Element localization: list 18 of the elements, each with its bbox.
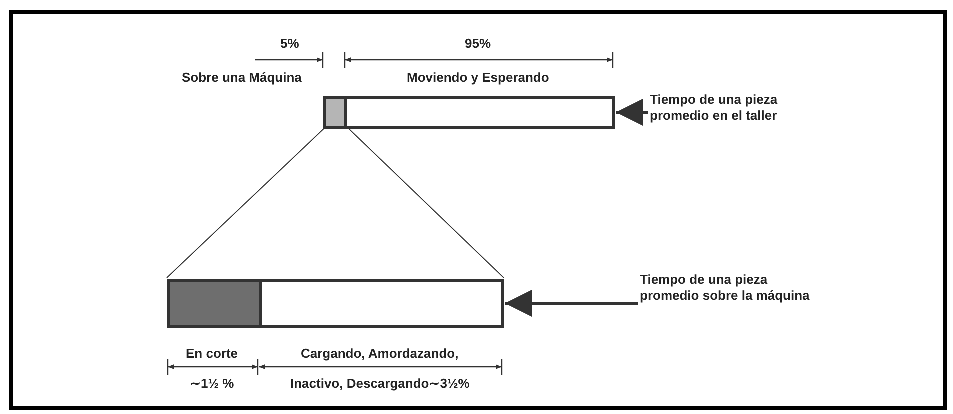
segment-label: Cargando, Amordazando, <box>301 346 459 361</box>
segment-label: Inactivo, Descargando∼3½% <box>290 376 470 391</box>
bar-caption: Tiempo de una pieza promedio sobre la máquina <box>640 272 815 304</box>
segment-label: Moviendo y Esperando <box>407 70 550 85</box>
arrow <box>616 99 648 126</box>
arrow <box>505 290 638 317</box>
time-bar <box>167 279 504 328</box>
percentage-label: 5% <box>280 36 300 51</box>
expansion-line <box>166 126 326 278</box>
cutting-time-segment <box>170 282 262 325</box>
machine-time-segment <box>326 99 347 126</box>
expansion-line <box>346 126 504 278</box>
time-bar <box>323 96 615 129</box>
segment-label: En corte <box>186 346 238 361</box>
percentage-label: ∼1½ % <box>190 376 234 391</box>
percentage-label: 95% <box>465 36 492 51</box>
bar-caption: Tiempo de una pieza promedio en el taller <box>650 92 825 124</box>
segment-label: Sobre una Máquina <box>182 70 302 85</box>
